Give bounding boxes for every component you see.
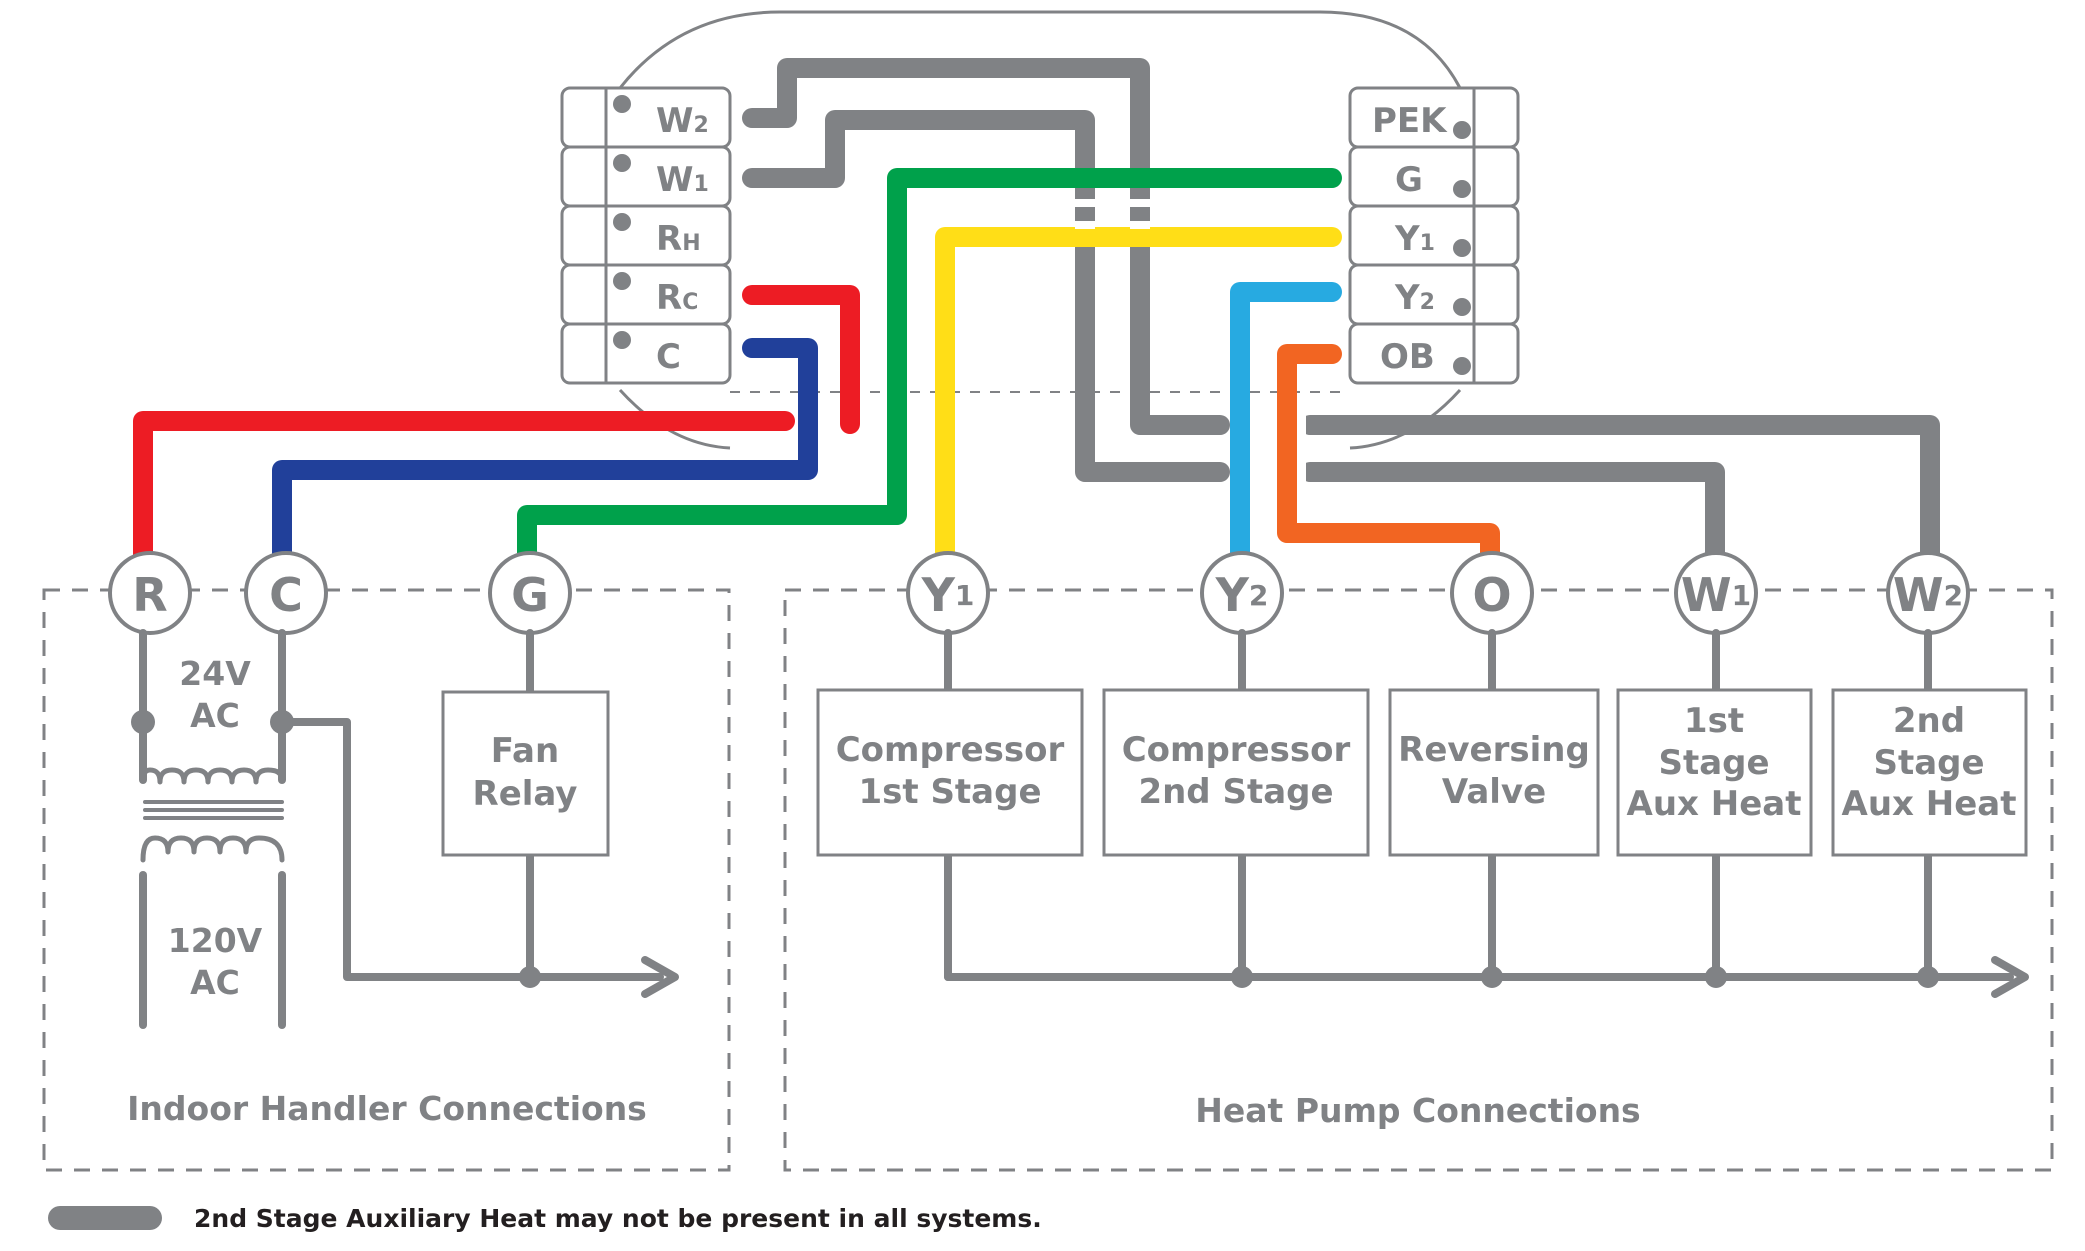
transformer-secondary-label-1: 24V bbox=[179, 654, 251, 693]
heat-pump-section-label: Heat Pump Connections bbox=[1195, 1091, 1640, 1130]
svg-text:G: G bbox=[511, 568, 549, 622]
terminal-dot bbox=[1453, 298, 1471, 316]
svg-text:2nd: 2nd bbox=[1893, 701, 1965, 741]
svg-text:C: C bbox=[269, 568, 303, 622]
transformer-secondary-label-2: AC bbox=[190, 696, 240, 735]
right-terminal-block bbox=[1348, 86, 1520, 385]
svg-text:Reversing: Reversing bbox=[1398, 730, 1590, 770]
wire-w2-thermostat bbox=[742, 58, 1230, 435]
transformer-primary-coil bbox=[140, 835, 285, 863]
legend: 2nd Stage Auxiliary Heat may not be pres… bbox=[48, 1204, 1042, 1233]
heat-pump-circuit bbox=[944, 629, 2014, 981]
terminal-nodes: R C G Y1 Y2 O W1 W2 bbox=[108, 551, 1970, 635]
svg-text:Aux Heat: Aux Heat bbox=[1842, 784, 2017, 824]
left-terminal-dots bbox=[613, 95, 631, 349]
terminal-label-y2: Y2 bbox=[1394, 278, 1435, 318]
reversing-valve-box: Reversing Valve bbox=[1388, 688, 1600, 857]
svg-text:2nd Stage: 2nd Stage bbox=[1138, 772, 1333, 812]
svg-text:1st: 1st bbox=[1684, 701, 1744, 741]
heat-pump-section-border bbox=[783, 588, 2054, 1172]
svg-text:Valve: Valve bbox=[1442, 772, 1546, 812]
svg-text:Compressor: Compressor bbox=[1122, 730, 1351, 770]
svg-text:1st Stage: 1st Stage bbox=[858, 772, 1041, 812]
svg-text:R: R bbox=[132, 568, 167, 622]
node-c: C bbox=[244, 551, 328, 635]
svg-text:Y1: Y1 bbox=[921, 568, 975, 622]
svg-text:Stage: Stage bbox=[1873, 743, 1984, 783]
node-w1: W1 bbox=[1674, 551, 1758, 635]
left-terminal-labels: W2 W1 RH RC C bbox=[656, 101, 709, 377]
compressor-2nd-stage-box: Compressor 2nd Stage bbox=[1102, 688, 1370, 857]
terminal-dot bbox=[613, 272, 631, 290]
node-y1: Y1 bbox=[906, 551, 990, 635]
node-o: O bbox=[1450, 551, 1534, 635]
left-terminal-block bbox=[560, 86, 732, 385]
indoor-circuit bbox=[139, 629, 664, 1029]
terminal-dot bbox=[613, 213, 631, 231]
indoor-section-border bbox=[42, 588, 731, 1172]
wire-crossover-fills bbox=[1230, 410, 1297, 490]
terminal-label-y1: Y1 bbox=[1394, 219, 1435, 259]
svg-text:Compressor: Compressor bbox=[836, 730, 1065, 770]
heat-pump-return-arrow bbox=[1991, 956, 2029, 998]
terminal-label-c: C bbox=[656, 337, 681, 377]
terminal-dot bbox=[613, 331, 631, 349]
wire-crossovers bbox=[1075, 199, 1306, 482]
svg-text:Y2: Y2 bbox=[1215, 568, 1269, 622]
wire-red-r bbox=[133, 411, 795, 565]
svg-text:Aux Heat: Aux Heat bbox=[1627, 784, 1802, 824]
section-borders bbox=[42, 588, 2054, 1172]
terminal-label-g: G bbox=[1395, 160, 1423, 200]
wire-w1-field bbox=[1300, 462, 1725, 565]
indoor-return-arrow bbox=[641, 956, 679, 998]
terminal-label-rc: RC bbox=[656, 278, 698, 318]
legend-note: 2nd Stage Auxiliary Heat may not be pres… bbox=[194, 1204, 1042, 1233]
terminal-label-pek: PEK bbox=[1372, 101, 1448, 141]
wire-red-rc bbox=[742, 285, 860, 434]
terminal-dot bbox=[1453, 357, 1471, 375]
gray-wires bbox=[742, 58, 1940, 565]
heat-pump-joints bbox=[1231, 966, 1939, 988]
aux-heat-2nd-stage-box: 2nd Stage Aux Heat bbox=[1831, 688, 2028, 857]
wire-w2-field bbox=[1300, 415, 1940, 565]
wire-yellow-y1 bbox=[935, 227, 1342, 565]
transformer-secondary-coil bbox=[140, 767, 285, 785]
transformer-primary-label-1: 120V bbox=[168, 921, 263, 960]
terminal-dot bbox=[1453, 239, 1471, 257]
terminal-label-ob: OB bbox=[1380, 337, 1435, 377]
svg-text:Fan: Fan bbox=[491, 731, 559, 771]
colored-wires bbox=[133, 168, 1500, 565]
svg-text:O: O bbox=[1472, 568, 1511, 622]
svg-text:W1: W1 bbox=[1681, 568, 1751, 622]
right-terminal-dots bbox=[1453, 121, 1471, 375]
terminal-dot bbox=[613, 154, 631, 172]
node-w2: W2 bbox=[1886, 551, 1970, 635]
wire-green-g bbox=[517, 168, 1342, 565]
svg-text:Relay: Relay bbox=[473, 774, 578, 814]
indoor-circuit-joints bbox=[131, 710, 541, 988]
terminal-dot bbox=[1453, 121, 1471, 139]
terminal-label-rh: RH bbox=[656, 219, 701, 259]
compressor-1st-stage-box: Compressor 1st Stage bbox=[816, 688, 1084, 857]
right-terminal-labels: PEK G Y1 Y2 OB bbox=[1372, 101, 1448, 377]
svg-text:Stage: Stage bbox=[1658, 743, 1769, 783]
fan-relay-box: Fan Relay bbox=[441, 690, 610, 857]
wire-orange-ob bbox=[1277, 344, 1500, 565]
transformer-primary-label-2: AC bbox=[190, 963, 240, 1002]
node-y2: Y2 bbox=[1200, 551, 1284, 635]
terminal-label-w1: W1 bbox=[656, 160, 709, 200]
wire-blue-c bbox=[272, 338, 818, 565]
svg-text:W2: W2 bbox=[1893, 568, 1963, 622]
node-r: R bbox=[108, 551, 192, 635]
aux-heat-1st-stage-box: 1st Stage Aux Heat bbox=[1616, 688, 1813, 857]
terminal-label-w2: W2 bbox=[656, 101, 709, 141]
node-g: G bbox=[488, 551, 572, 635]
indoor-section-label: Indoor Handler Connections bbox=[127, 1089, 647, 1128]
terminal-dot bbox=[613, 95, 631, 113]
terminal-dot bbox=[1453, 180, 1471, 198]
wire-w1-thermostat bbox=[742, 110, 1230, 482]
